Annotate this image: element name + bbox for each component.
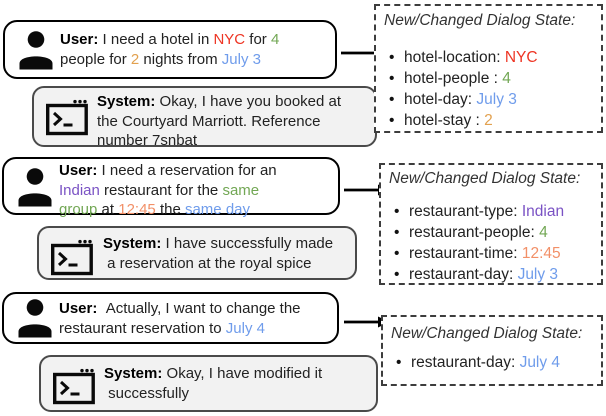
dialog-state-item: •restaurant-day: July 4: [396, 354, 561, 371]
terminal-icon: [46, 99, 88, 136]
system-turn-2-text: System: I have successfully made a reser…: [103, 235, 334, 272]
dialog-state-item: •restaurant-people: 4: [394, 224, 548, 241]
dialog-state-box-1: New/Changed Dialog State: •hotel-locatio…: [374, 4, 603, 133]
dialog-state-title: New/Changed Dialog State:: [391, 325, 583, 342]
dialog-state-item: •hotel-location: NYC: [389, 49, 538, 66]
dialog-state-item: •hotel-people : 4: [389, 70, 511, 87]
terminal-icon: [51, 239, 93, 276]
dialog-state-item: •hotel-day: July 3: [389, 91, 517, 108]
terminal-icon: [53, 368, 95, 405]
user-icon: [17, 298, 53, 338]
system-turn-2-bubble: System: I have successfully made a reser…: [37, 226, 357, 280]
system-turn-3-text: System: Okay, I have modified it success…: [104, 365, 323, 402]
system-turn-3-bubble: System: Okay, I have modified it success…: [39, 355, 378, 412]
dialog-state-items: •restaurant-type: Indian •restaurant-peop…: [389, 201, 597, 285]
dialog-state-box-3: New/Changed Dialog State: •restaurant-da…: [381, 315, 603, 386]
dialog-state-item: •hotel-stay : 2: [389, 112, 493, 129]
dialog-state-title: New/Changed Dialog State:: [389, 170, 581, 187]
dialog-state-items: •hotel-location: NYC •hotel-people : 4 •ho…: [384, 47, 597, 131]
dialog-state-item: •restaurant-time: 12:45: [394, 245, 561, 262]
user-icon: [17, 167, 53, 207]
user-icon: [18, 30, 54, 70]
dialog-state-box-2: New/Changed Dialog State: •restaurant-ty…: [379, 163, 603, 285]
dialog-state-item: •restaurant-type: Indian: [394, 203, 565, 220]
dialog-state-items: •restaurant-day: July 4: [391, 352, 597, 373]
dialog-state-item: •restaurant-day: July 3: [394, 266, 559, 283]
dialog-state-title: New/Changed Dialog State:: [384, 12, 576, 29]
